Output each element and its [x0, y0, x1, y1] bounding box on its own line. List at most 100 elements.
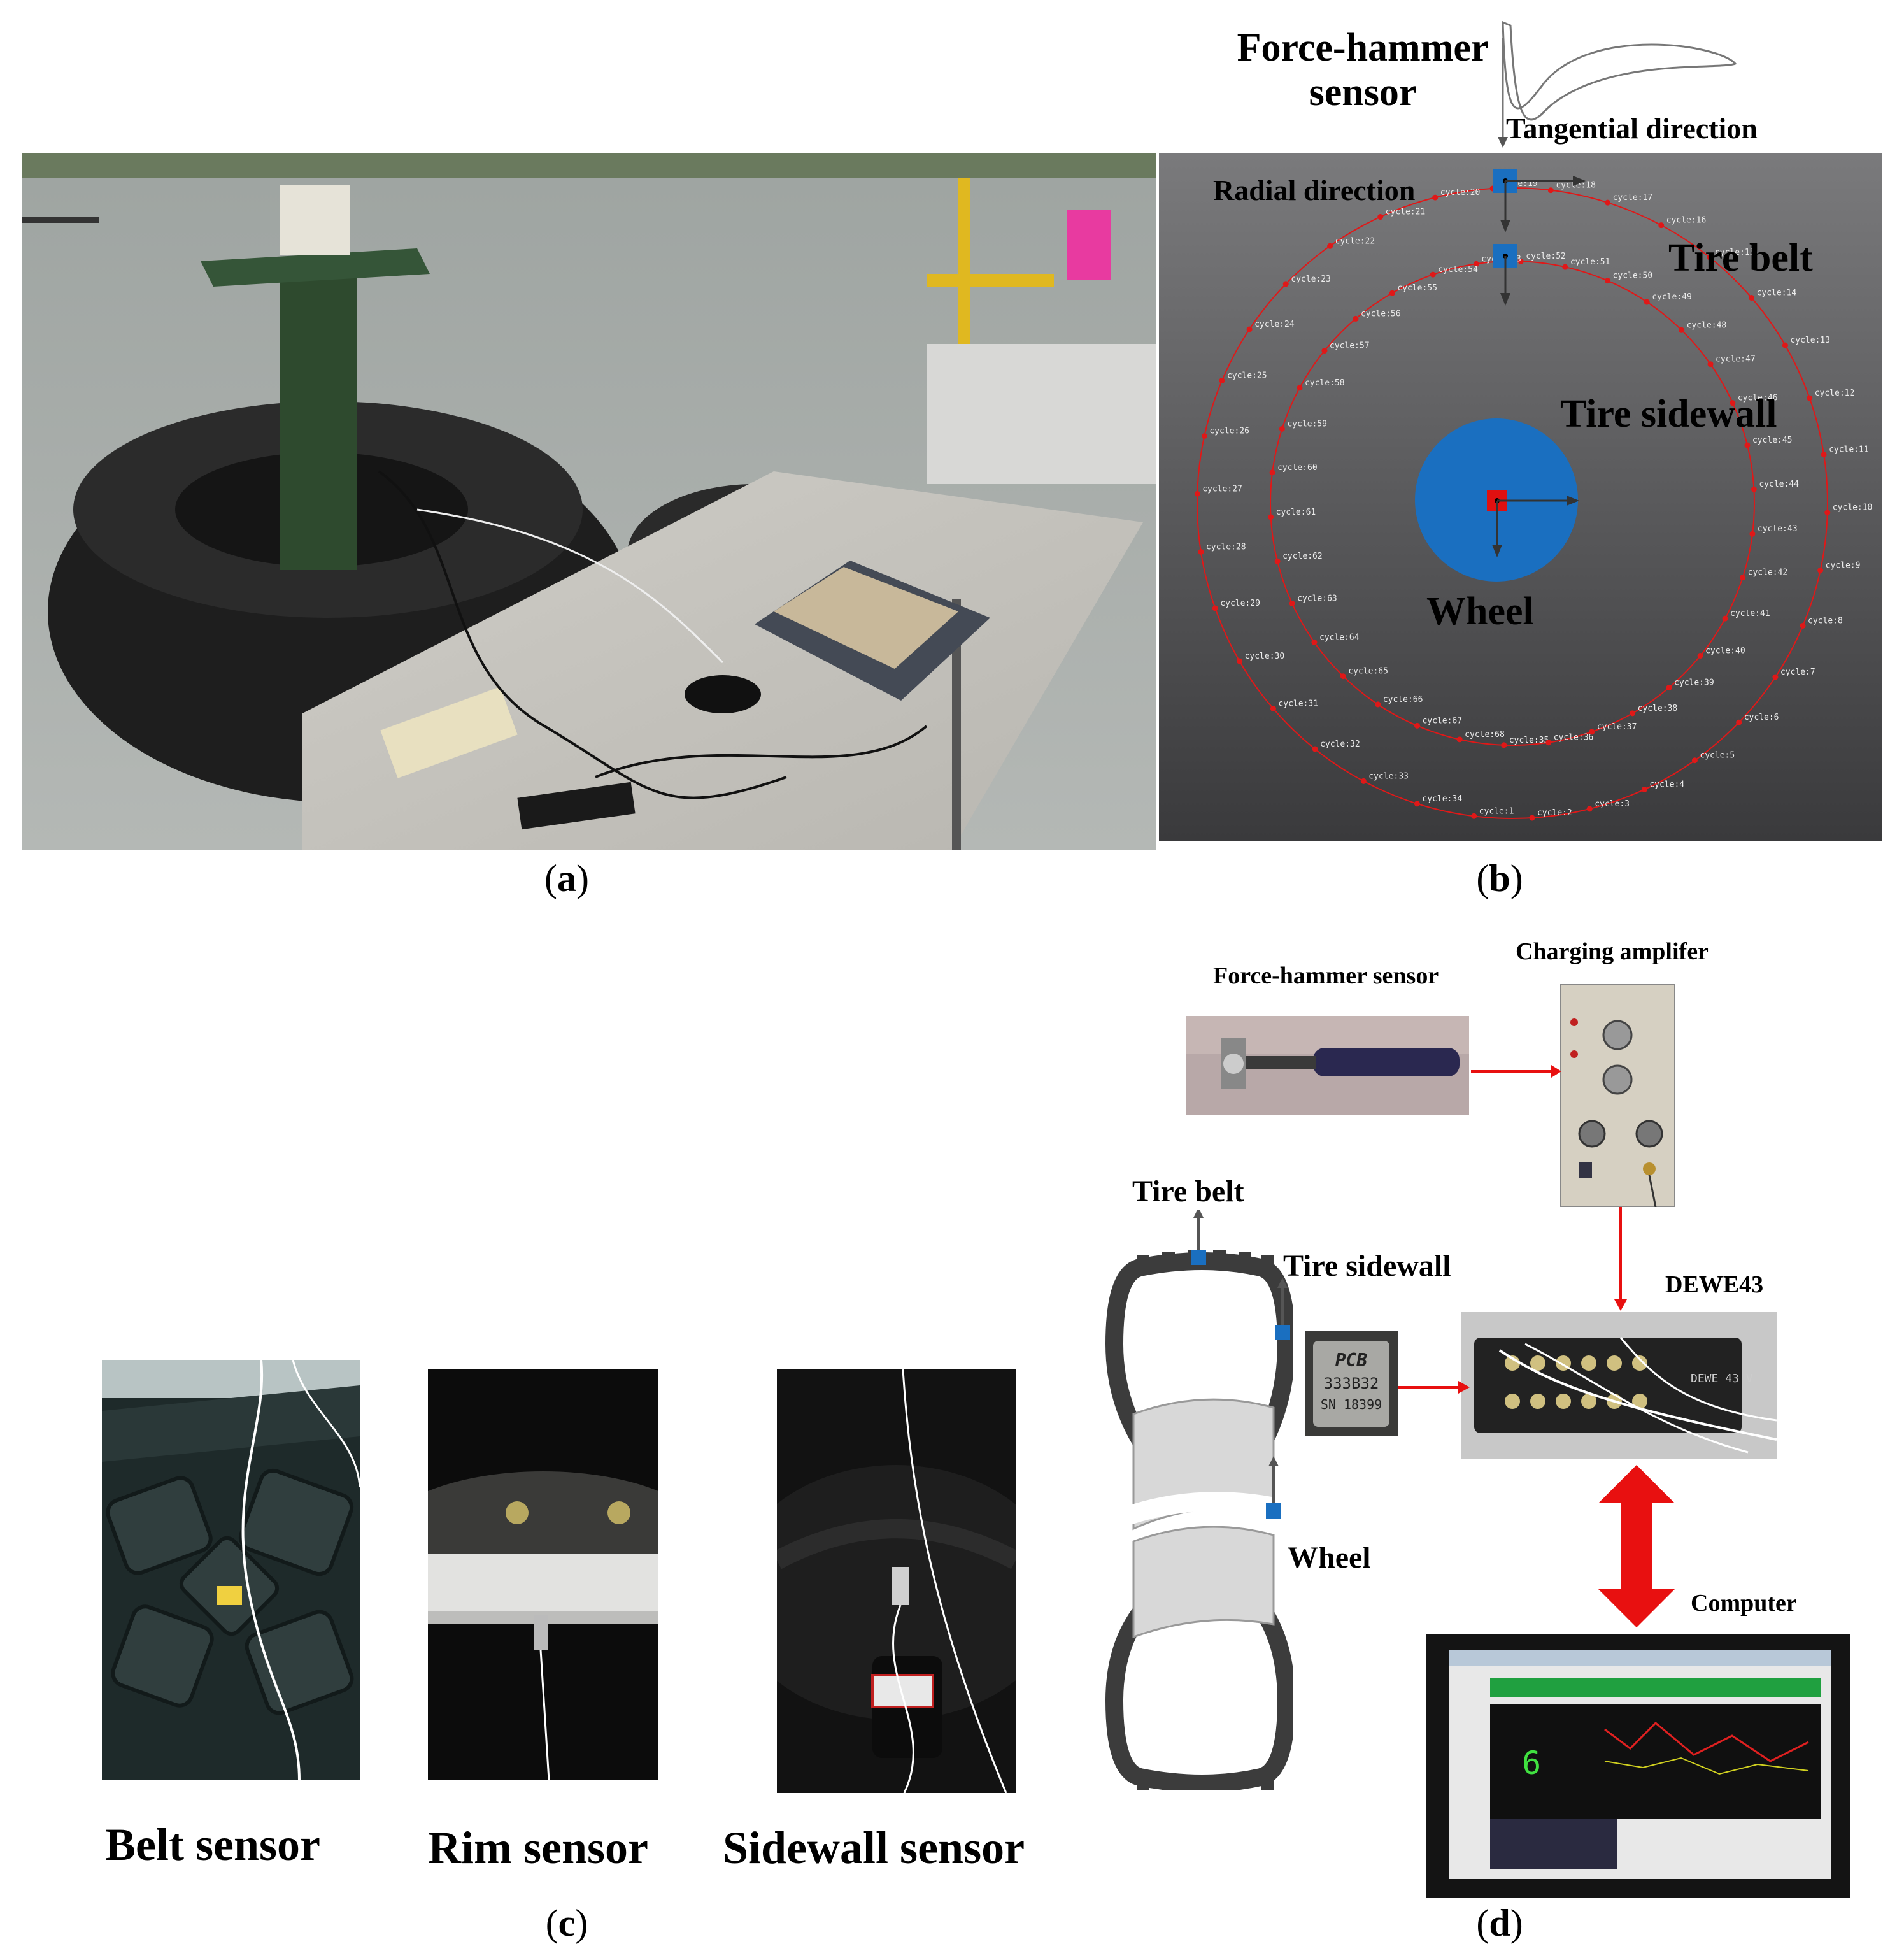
- measurement-point: [1212, 605, 1218, 611]
- force-hammer-photo: [1186, 1016, 1469, 1115]
- measurement-point-label: cycle:22: [1335, 236, 1375, 246]
- measurement-point: [1430, 271, 1436, 278]
- arrow-head-icon: [1551, 1065, 1561, 1078]
- measurement-point: [1744, 442, 1751, 448]
- measurement-point-label: cycle:56: [1361, 309, 1401, 318]
- measurement-point-label: cycle:38: [1638, 704, 1678, 713]
- measurement-point-label: cycle:52: [1526, 252, 1566, 261]
- measurement-point-label: cycle:10: [1833, 503, 1873, 513]
- bidirectional-arrow-icon: [1598, 1465, 1675, 1627]
- photo-a-illustration: [22, 153, 1156, 850]
- measurement-point: [1270, 705, 1276, 711]
- measurement-point-label: cycle:26: [1209, 427, 1249, 436]
- measurement-point-label: cycle:50: [1613, 271, 1653, 281]
- measurement-point-label: cycle:59: [1287, 419, 1327, 429]
- measurement-point-label: cycle:48: [1687, 320, 1727, 330]
- measurement-point-label: cycle:66: [1383, 695, 1423, 704]
- measurement-point: [1432, 194, 1439, 201]
- measurement-point-label: cycle:35: [1509, 736, 1549, 745]
- measurement-point: [1707, 254, 1713, 261]
- measurement-point-label: cycle:47: [1716, 355, 1756, 364]
- measurement-point: [1782, 342, 1788, 348]
- dewe43-label: DEWE43: [1665, 1271, 1764, 1298]
- measurement-point: [1269, 469, 1275, 476]
- pcb-sensor-photo: PCB 333B32 SN 18399: [1305, 1331, 1398, 1436]
- measurement-point-label: cycle:21: [1386, 208, 1426, 217]
- measurement-point: [1340, 673, 1346, 680]
- measurement-point: [1389, 290, 1395, 296]
- measurement-point: [1414, 722, 1420, 729]
- measurement-point: [1517, 258, 1524, 264]
- measurement-point-label: cycle:37: [1597, 722, 1637, 732]
- charging-amplifier-label: Charging amplifer: [1516, 938, 1709, 965]
- measurement-point: [1297, 385, 1303, 391]
- belt-sensor-label: Belt sensor: [105, 1819, 320, 1870]
- measurement-point-label: cycle:65: [1348, 667, 1388, 676]
- measurement-point: [1749, 531, 1756, 537]
- measurement-point-label: cycle:12: [1815, 389, 1855, 398]
- measurement-point: [1562, 264, 1568, 270]
- measurement-point: [1501, 742, 1507, 748]
- measurement-point-label: cycle:36: [1554, 733, 1594, 743]
- measurement-point-label: cycle:8: [1808, 616, 1843, 625]
- measurement-point-label: cycle:27: [1202, 484, 1242, 494]
- measurement-point: [1800, 622, 1806, 629]
- measurement-point-label: cycle:16: [1666, 216, 1707, 225]
- tire-sensor-markers: [1191, 1210, 1290, 1519]
- measurement-point-label: cycle:39: [1674, 678, 1714, 688]
- measurement-point-label: cycle:68: [1465, 730, 1505, 740]
- sidewall-marker-d: [1275, 1325, 1290, 1340]
- pcb-text: PCB: [1335, 1350, 1368, 1371]
- force-hammer-label: Force-hammer sensor: [1237, 26, 1489, 114]
- measurement-point: [1282, 281, 1289, 287]
- measurement-point: [1219, 378, 1225, 384]
- measurement-point: [1817, 567, 1824, 573]
- measurement-point-label: cycle:58: [1305, 378, 1345, 388]
- measurement-point: [1589, 729, 1595, 735]
- measurement-point-label: cycle:14: [1757, 289, 1797, 298]
- measurement-point: [1821, 452, 1827, 458]
- measurement-point-label: cycle:55: [1397, 283, 1437, 293]
- measurement-point: [1321, 348, 1328, 354]
- measurement-point: [1545, 740, 1552, 746]
- sidewall-sensor-label: Sidewall sensor: [723, 1822, 1025, 1873]
- measurement-point: [1605, 278, 1611, 284]
- caption-d: (d): [1476, 1902, 1523, 1944]
- measurement-point-label: cycle:7: [1780, 668, 1815, 677]
- measurement-point: [1237, 658, 1243, 664]
- radial-direction-label: Radial direction: [1213, 174, 1416, 206]
- measurement-point: [1456, 736, 1463, 743]
- measurement-point-label: cycle:29: [1220, 599, 1260, 608]
- measurement-point-label: cycle:5: [1700, 751, 1735, 761]
- measurement-point-label: cycle:63: [1297, 594, 1337, 603]
- measurement-point-label: cycle:64: [1319, 632, 1360, 642]
- measurement-point-label: cycle:15: [1715, 248, 1755, 257]
- rim-sensor-photo: [428, 1369, 658, 1780]
- measurement-point: [1529, 815, 1535, 821]
- pcb-model-text: 333B32: [1324, 1375, 1379, 1392]
- measurement-point: [1311, 639, 1318, 645]
- measurement-point: [1471, 813, 1477, 819]
- wheel-marker-d: [1266, 1503, 1281, 1519]
- measurement-point-label: cycle:2: [1537, 808, 1572, 818]
- tire-sidewall-label-d: Tire sidewall: [1283, 1249, 1451, 1283]
- measurement-point: [1473, 261, 1479, 267]
- measurement-point: [1691, 757, 1698, 764]
- measurement-point-label: cycle:3: [1595, 799, 1630, 809]
- measurement-point-label: cycle:32: [1320, 740, 1360, 749]
- measurement-point: [1605, 199, 1611, 206]
- measurement-point: [1201, 433, 1207, 439]
- measurement-point-label: cycle:31: [1278, 699, 1318, 708]
- measurement-point: [1679, 327, 1685, 333]
- hammer-arrow-icon: [1498, 137, 1508, 148]
- charging-amplifier-photo: [1560, 984, 1675, 1207]
- measurement-point-label: cycle:49: [1652, 292, 1692, 302]
- measurement-point-label: cycle:62: [1282, 552, 1323, 561]
- measurement-point-label: cycle:61: [1276, 508, 1316, 517]
- measurement-point-label: cycle:13: [1790, 336, 1830, 345]
- measurement-point-label: cycle:60: [1277, 463, 1318, 473]
- measurement-point: [1327, 243, 1333, 249]
- measurement-point-label: cycle:4: [1649, 780, 1684, 789]
